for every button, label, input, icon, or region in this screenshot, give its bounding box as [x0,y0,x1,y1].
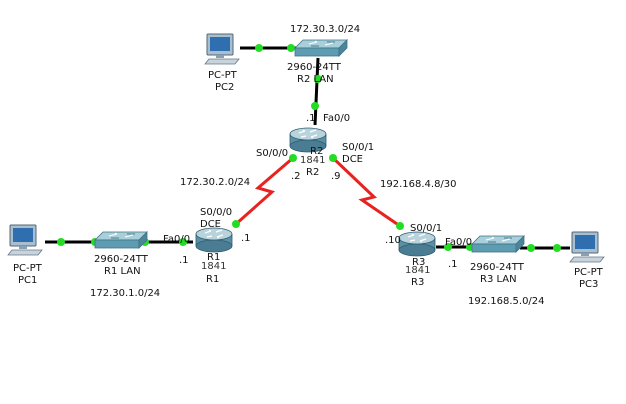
status-dot [396,222,404,230]
r3-model-label: 1841 [405,265,431,276]
pc3-model-label: PC-PT [574,267,603,278]
status-dot [289,154,297,162]
r1-model-label: 1841 [201,261,227,272]
pc2-name-label: PC2 [215,82,235,93]
network-r1-lan: 172.30.1.0/24 [90,288,161,299]
sw2-model-label: 2960-24TT [287,62,341,73]
status-dot [329,154,337,162]
pc3-name-label: PC3 [579,279,599,290]
sw3-model-label: 2960-24TT [470,262,524,273]
status-dot [255,44,263,52]
link-sw2-r2[interactable] [313,57,320,126]
pc1-name-label: PC1 [18,275,38,286]
status-dot [57,238,65,246]
status-dot [553,244,561,252]
r3-s001-host-id: .10 [385,235,401,246]
pc3-pc-icon[interactable] [569,231,605,263]
r2-s001-label: S0/0/1 [342,142,375,153]
pc1-model-label: PC-PT [13,263,42,274]
sw1-name-label: R1 LAN [104,266,141,277]
r3-overlay-label: R3 [412,257,426,268]
r2-fa00-label: Fa0/0 [323,113,351,124]
pc1-pc-icon[interactable] [7,224,43,256]
sw2-name-label: R2 LAN [297,74,334,85]
r2-s001-host-id: .9 [331,171,341,182]
r2-fa00-host-id: .1 [306,113,316,124]
r2-s000-host-id: .2 [291,171,301,182]
status-dot [527,244,535,252]
sw1-model-label: 2960-24TT [94,254,148,265]
r3-s001-label: S0/0/1 [410,223,443,234]
network-r1-r2: 172.30.2.0/24 [180,177,251,188]
sw3-switch-icon[interactable] [471,235,525,253]
r1-s000-label: S0/0/0 [200,207,233,218]
r3-fa00-label: Fa0/0 [445,237,473,248]
r2-name-label: R2 [306,167,320,178]
network-r2-r3: 192.168.4.8/30 [380,179,457,190]
pc2-model-label: PC-PT [208,70,237,81]
pc2-pc-icon[interactable] [204,33,240,65]
serial-link-r2-r1[interactable] [235,156,294,226]
r1-overlay-label: R1 [207,252,221,263]
r3-fa00-host-id: .1 [448,259,458,270]
r1-name-label: R1 [206,274,220,285]
serial-link-r2-r3[interactable] [331,156,401,228]
r2-dce-label: DCE [342,154,364,165]
status-dot [232,220,240,228]
status-dot [444,243,452,251]
r3-name-label: R3 [411,277,425,288]
status-dot [287,44,295,52]
r2-model-label: 1841 [300,155,326,166]
r1-fa00-label: Fa0/0 [163,234,191,245]
status-dot [179,238,187,246]
sw2-switch-icon[interactable] [294,39,348,57]
r2-s000-label: S0/0/0 [256,148,289,159]
network-r3-lan: 192.168.5.0/24 [468,296,545,307]
r2-overlay-label: R2 [310,146,324,157]
network-r2-lan: 172.30.3.0/24 [290,24,361,35]
status-dot [311,102,319,110]
sw1-switch-icon[interactable] [94,231,148,249]
r1-fa00-host-id: .1 [179,255,189,266]
r1-s000-host-id: .1 [241,233,251,244]
status-dot [314,75,322,83]
r3-router-icon[interactable] [398,231,436,257]
r1-dce-label: DCE [200,219,222,230]
sw3-name-label: R3 LAN [480,274,517,285]
r1-router-icon[interactable] [195,227,233,253]
